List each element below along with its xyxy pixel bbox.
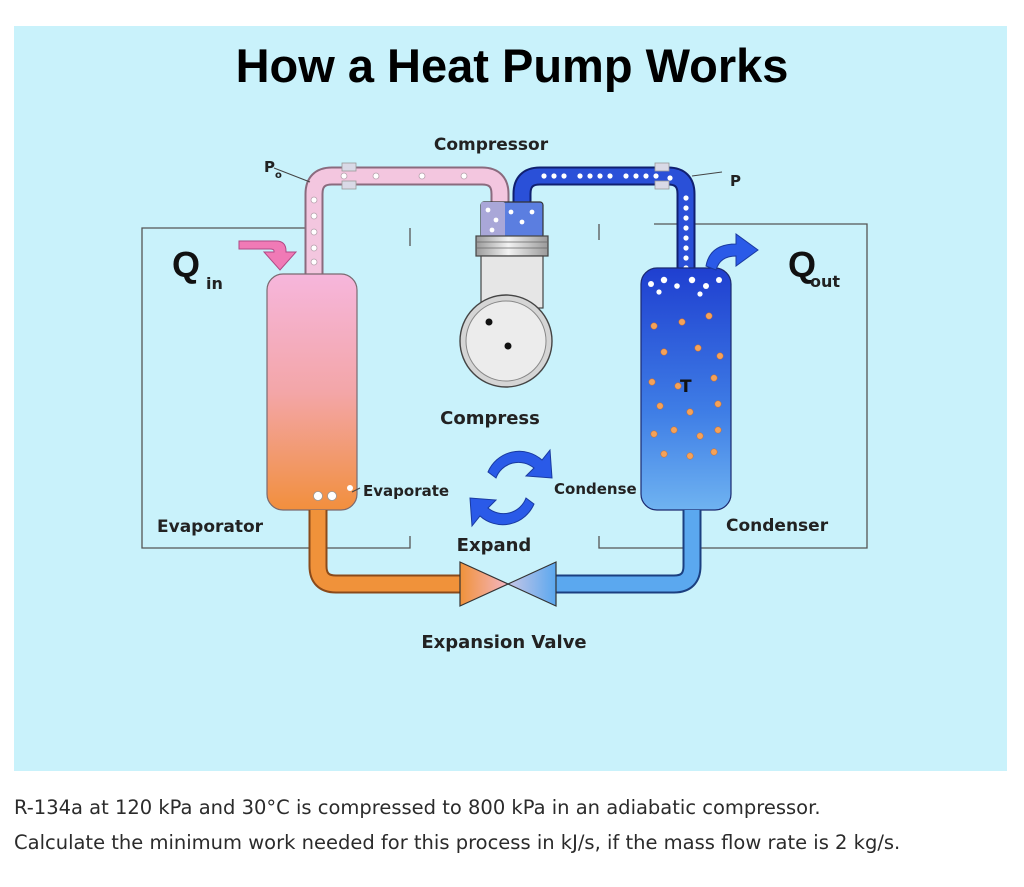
condenser-label: Condenser xyxy=(726,516,829,536)
pipe-collars xyxy=(341,162,670,190)
q-in-arrow xyxy=(238,240,298,271)
p-label: P xyxy=(730,172,741,190)
compressor-label: Compressor xyxy=(434,135,549,155)
low-pressure-pipe xyxy=(304,166,510,276)
evaporator-label: Evaporator xyxy=(157,517,264,537)
q-out-subscript: out xyxy=(810,272,840,291)
high-pressure-pipe xyxy=(512,166,696,281)
expansion-valve-label: Expansion Valve xyxy=(421,632,586,653)
t-label: T xyxy=(680,377,692,397)
condenser-tank xyxy=(640,267,732,511)
condense-label: Condense xyxy=(554,480,637,498)
high-pressure-bubbles xyxy=(541,173,689,271)
liquid-line-cool xyxy=(552,510,702,594)
leader-lines xyxy=(273,167,723,493)
problem-line-2: Calculate the minimum work needed for th… xyxy=(14,831,901,854)
q-out-arrow xyxy=(705,233,759,271)
cycle-arrows xyxy=(469,448,553,528)
compress-label: Compress xyxy=(440,408,540,429)
compressor xyxy=(459,201,553,388)
problem-line-1: R-134a at 120 kPa and 30°C is compressed… xyxy=(14,796,821,819)
diagram-panel: How a Heat Pump Works xyxy=(14,26,1007,771)
diagram-title: How a Heat Pump Works xyxy=(236,39,789,92)
heat-pump-diagram: How a Heat Pump Works xyxy=(141,39,868,653)
expand-label: Expand xyxy=(457,535,532,556)
p0-label: P xyxy=(264,158,275,176)
evaporate-label: Evaporate xyxy=(363,482,449,500)
evaporator-tank xyxy=(266,273,358,511)
expansion-valve xyxy=(459,561,557,607)
low-pressure-bubbles xyxy=(310,172,468,266)
evaporator-frame xyxy=(141,227,411,549)
p0-subscript: o xyxy=(275,170,282,181)
condenser-frame xyxy=(598,223,868,549)
liquid-line-warm xyxy=(308,510,464,594)
q-in-label: Q xyxy=(172,244,200,285)
q-out-label: Q xyxy=(788,244,816,285)
q-in-subscript: in xyxy=(206,274,223,293)
problem-statement: R-134a at 120 kPa and 30°C is compressed… xyxy=(14,790,1014,860)
